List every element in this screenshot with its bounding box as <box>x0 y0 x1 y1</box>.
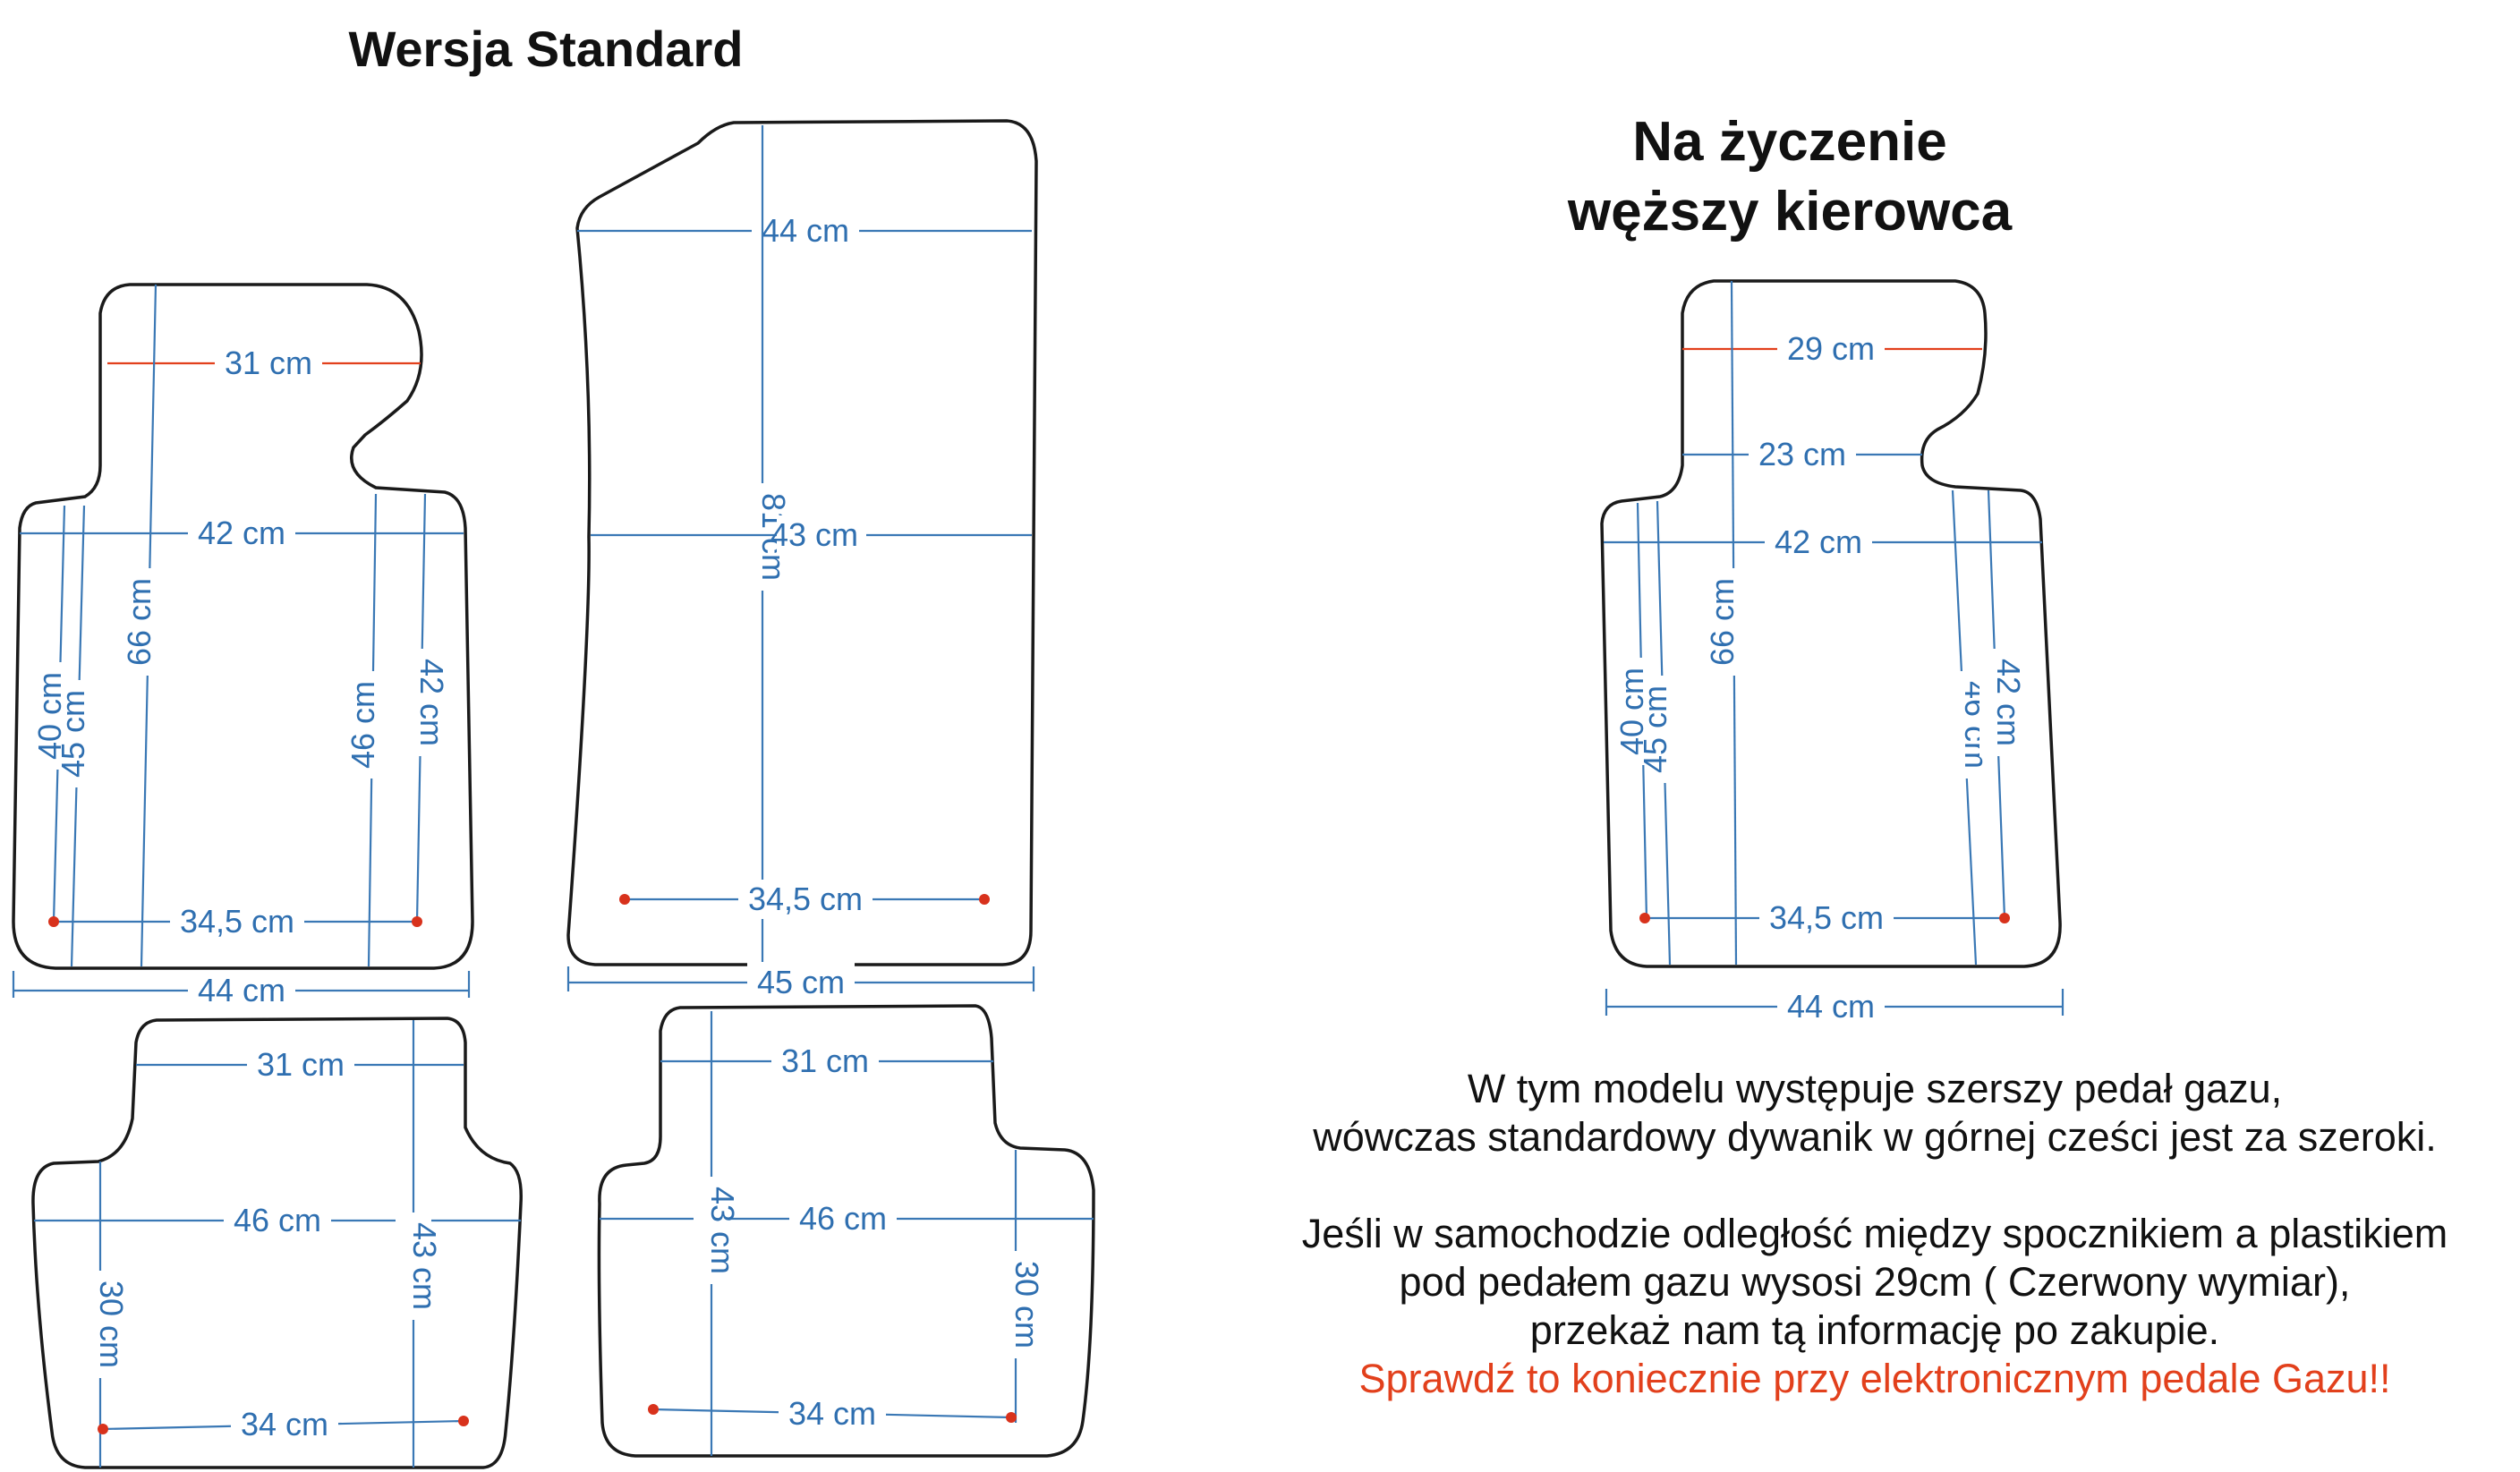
narrow-heel-points-label: 34,5 cm <box>1769 899 1884 936</box>
narrow-driver-mat: 29 cm 23 cm 42 cm 66 cm 40 cm 45 cm 46 c… <box>1600 279 2065 1026</box>
rear-right-width-top-label: 31 cm <box>781 1042 869 1079</box>
driver-width-top-label: 31 cm <box>225 345 312 381</box>
driver-height-right2-label: 42 cm <box>413 659 450 746</box>
narrow-width-top-label: 29 cm <box>1787 330 1875 367</box>
narrow-heel-point-left <box>1639 913 1650 923</box>
rear-right-point-left <box>648 1404 659 1415</box>
rear-left-point-left <box>98 1424 108 1434</box>
narrow-height-total-label: 66 cm <box>1704 578 1741 666</box>
narrow-width-neck-label: 23 cm <box>1758 436 1846 472</box>
passenger-width-bottom-label: 45 cm <box>757 964 845 1000</box>
rear-left-points-label: 34 cm <box>241 1406 328 1442</box>
driver-height-left2-label: 45 cm <box>55 690 91 778</box>
driver-heel-point-right <box>412 916 422 927</box>
narrow-height-right2-label: 42 cm <box>1990 659 2027 746</box>
rear-left-mat: 31 cm 46 cm 43 cm 30 cm 34 cm <box>31 1017 523 1469</box>
passenger-heel-points-label: 34,5 cm <box>748 881 863 917</box>
narrow-width-mid-label: 42 cm <box>1775 523 1862 560</box>
rear-left-mat-outline <box>31 1017 523 1469</box>
narrow-heel-point-right <box>1999 913 2010 923</box>
driver-height-right1-label: 46 cm <box>345 681 381 769</box>
passenger-heel-point-left <box>619 894 630 905</box>
narrow-driver-mat-outline <box>1600 279 2062 968</box>
passenger-mat: 44 cm 81 cm 43 cm 34,5 cm 45 cm <box>566 119 1038 1002</box>
optional-heading-line-2: węższy kierowca <box>1567 181 2013 242</box>
driver-width-mid-label: 42 cm <box>198 515 285 551</box>
driver-height-total-label: 66 cm <box>121 578 158 666</box>
passenger-width-mid-label: 43 cm <box>770 516 858 553</box>
rear-left-point-right <box>458 1416 469 1426</box>
narrow-height-left2-label: 45 cm <box>1637 685 1673 773</box>
rear-left-width-top-label: 31 cm <box>257 1046 345 1083</box>
standard-version-heading: Wersja Standard <box>348 21 744 77</box>
driver-width-bottom-label: 44 cm <box>198 972 285 1008</box>
rear-right-point-right <box>1006 1412 1017 1423</box>
info-line-3: Jeśli w samochodzie odległość między spo… <box>1301 1211 2448 1256</box>
rear-right-points-label: 34 cm <box>788 1395 876 1432</box>
info-spacer <box>1235 1161 2515 1210</box>
info-line-1: W tym modelu występuje szerszy pedał gaz… <box>1467 1066 2283 1111</box>
rear-right-height-side-label: 30 cm <box>1009 1261 1045 1349</box>
driver-mat: 31 cm 42 cm 66 cm 40 cm 45 cm 46 cm 42 c… <box>12 283 474 1010</box>
rear-left-width-mid-label: 46 cm <box>234 1202 321 1238</box>
info-line-2: wówczas standardowy dywanik w górnej cze… <box>1313 1114 2437 1160</box>
passenger-heel-point-right <box>979 894 990 905</box>
driver-heel-point-left <box>48 916 59 927</box>
optional-version-heading: Na życzenie węższy kierowca <box>1432 107 2148 247</box>
narrow-width-bottom-label: 44 cm <box>1787 988 1875 1025</box>
info-warning: Sprawdź to koniecznie przy elektroniczny… <box>1358 1356 2391 1401</box>
rear-left-height-side-label: 30 cm <box>93 1281 130 1368</box>
rear-right-width-mid-label: 46 cm <box>799 1200 887 1237</box>
driver-height-left1-label: 40 cm <box>31 672 68 760</box>
rear-right-height-total-label: 43 cm <box>704 1187 741 1274</box>
rear-left-height-total-label: 43 cm <box>406 1222 443 1310</box>
optional-heading-line-1: Na życzenie <box>1632 111 1947 173</box>
driver-heel-points-label: 34,5 cm <box>180 903 294 940</box>
info-text: W tym modelu występuje szerszy pedał gaz… <box>1235 1065 2515 1403</box>
driver-mat-outline <box>12 283 474 970</box>
info-line-5: przekaż nam tą informację po zakupie. <box>1529 1307 2220 1353</box>
narrow-height-left1-label: 40 cm <box>1613 668 1650 755</box>
info-line-4: pod pedałem gazu wysosi 29cm ( Czerwony … <box>1399 1259 2351 1305</box>
passenger-width-top-label: 44 cm <box>762 212 849 249</box>
rear-right-mat: 31 cm 46 cm 43 cm 30 cm 34 cm <box>597 1004 1095 1458</box>
